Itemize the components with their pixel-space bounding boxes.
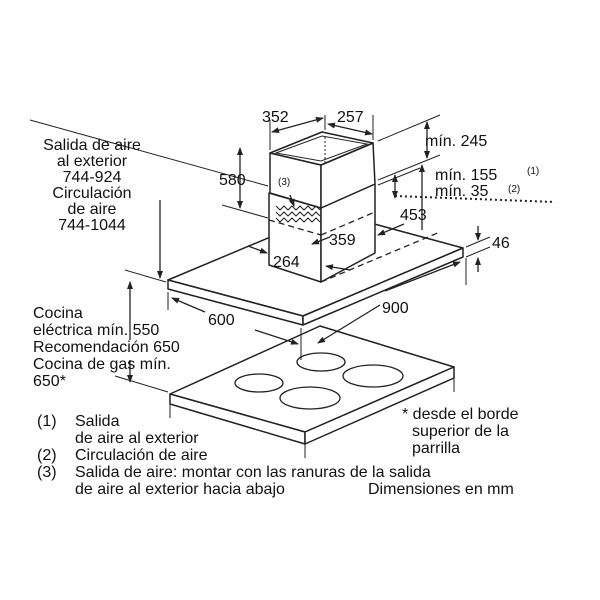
exhaust-range: 744-924 [63,169,122,186]
burner [279,386,341,410]
note-1: (1) [527,166,539,177]
hood-chimney [268,131,376,283]
air-outlet-slots [275,205,321,223]
footnote-text: superior de la [412,423,509,440]
footnote-text: * desde el borde [402,406,519,423]
legend-text: de aire al exterior [75,430,199,447]
footnote: * desde el borde superior de la parrilla… [368,406,519,498]
dim-min-35: mín. 35 [435,183,488,200]
burner [296,352,346,372]
left-labels: Salida de aire al exterior 744-924 Circu… [33,137,180,390]
cooktop-drawing [169,325,455,458]
dim-580: 580 [219,172,246,189]
callout-3: (3) [278,177,290,188]
legend: (1) Salida de aire al exterior (2) Circu… [37,413,431,498]
dim-257: 257 [337,109,364,126]
dim-359: 359 [329,232,356,249]
legend-text: Salida de aire: montar con las ranuras d… [75,464,431,481]
legend-num: (2) [37,447,57,464]
cooktop-label: eléctrica mín. 550 [33,322,159,339]
cooktop-label: Cocina [33,305,83,322]
dim-264: 264 [273,254,300,271]
exhaust-label: al exterior [57,153,128,170]
legend-num: (3) [37,464,57,481]
exhaust-label: Salida de aire [43,137,141,154]
burner [342,364,404,388]
dim-352: 352 [262,109,289,126]
cooktop-label: 650* [33,373,66,390]
dim-453: 453 [400,207,427,224]
recirc-label: Circulación [52,185,131,202]
cooktop-label: Recomendación 650 [33,339,180,356]
recirc-label: de aire [68,201,117,218]
legend-num: (1) [37,413,57,430]
legend-text: Salida [75,413,120,430]
units-note: Dimensiones en mm [368,481,514,498]
dim-min-245: mín. 245 [425,133,487,150]
dim-46: 46 [492,235,510,252]
footnote-text: parrilla [412,440,460,457]
legend-text: de aire al exterior hacia abajo [75,481,285,498]
dimension-values: 352 257 580 mín. 245 mín. 155 (1) mín. 3… [208,109,539,329]
dimension-lines [29,114,556,393]
legend-text: Circulación de aire [75,447,208,464]
cooktop-label: Cocina de gas mín. [33,356,171,373]
burner [234,373,284,393]
note-2: (2) [508,184,520,195]
dim-900: 900 [382,300,409,317]
dim-min-155: mín. 155 [435,167,497,184]
recirc-range: 744-1044 [58,217,126,234]
dim-600: 600 [208,312,235,329]
